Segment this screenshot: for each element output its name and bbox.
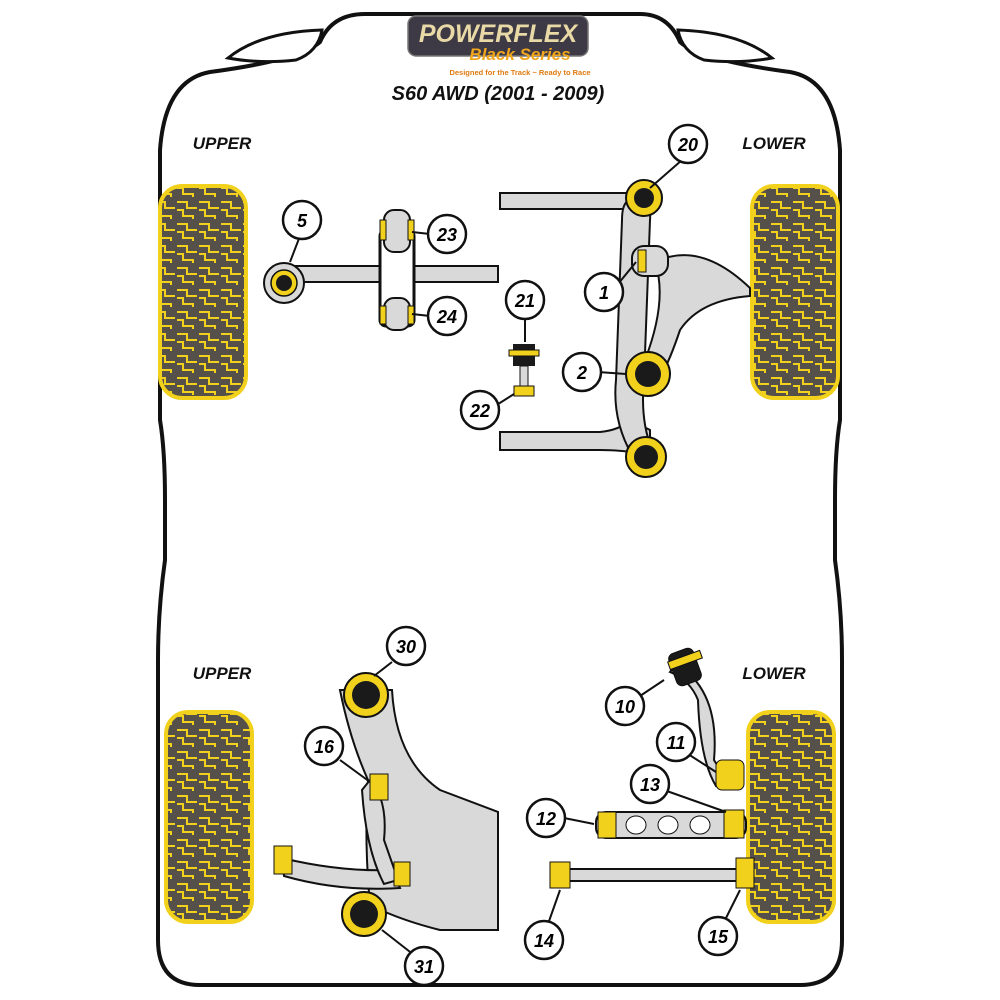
callout-10: 10 [604,685,646,727]
part-callouts: 20 5 23 24 21 22 1 2 [281,123,739,987]
callout-12-label: 12 [536,809,556,829]
left-headlamp [224,28,324,64]
callout-14-label: 14 [534,931,554,951]
callout-22-label: 22 [469,401,490,421]
callout-15: 15 [697,915,739,957]
callout-2-label: 2 [576,363,587,383]
rear-link-14-15 [549,857,755,889]
logo-tagline: Designed for the Track ~ Ready to Race [449,68,590,77]
callout-23: 23 [426,213,468,255]
tyre-rear-left [164,710,254,924]
callout-10-label: 10 [615,697,635,717]
callout-20-label: 20 [677,135,698,155]
callout-31-label: 31 [414,957,434,977]
front-lower-label: LOWER [742,134,806,153]
tyre-front-right [750,184,840,400]
logo-brand: POWERFLEX [419,20,579,48]
rear-lower-arm-12-13 [595,809,747,839]
callout-24-label: 24 [436,307,457,327]
callout-20: 20 [667,123,709,165]
page-title: S60 AWD (2001 - 2009) [392,83,605,105]
front-upper-label: UPPER [193,134,252,153]
right-headlamp [676,28,776,64]
callout-22: 22 [459,389,501,431]
rear-lower-label: LOWER [742,664,806,683]
callout-1: 1 [583,271,625,313]
callout-23-label: 23 [436,225,457,245]
callout-30-label: 30 [396,637,416,657]
callout-30: 30 [385,625,427,667]
rear-toe-link-10-11 [667,647,745,791]
logo-series: Black Series [469,45,570,64]
rear-upper-label: UPPER [193,664,252,683]
leader-lines [289,159,741,956]
callout-11: 11 [655,721,697,763]
rear-upper-arm [273,773,411,890]
tyre-front-left [158,184,248,400]
callout-15-label: 15 [708,927,729,947]
callout-2: 2 [561,351,603,393]
callout-24: 24 [426,295,468,337]
callout-21-label: 21 [514,291,535,311]
callout-16-label: 16 [314,737,335,757]
callout-21: 21 [504,279,546,321]
callout-31: 31 [403,945,445,987]
callout-13: 13 [629,763,671,805]
front-arb-clamp-bushes [378,209,416,331]
callout-5-label: 5 [297,211,308,231]
powerflex-logo: POWERFLEX Black Series Designed for the … [407,15,591,77]
callout-12: 12 [525,797,567,839]
callout-11-label: 11 [667,733,686,753]
callout-16: 16 [303,725,345,767]
callout-5: 5 [281,199,323,241]
callout-13-label: 13 [640,775,660,795]
front-lower-wishbone [499,179,751,478]
front-drop-link [508,344,540,397]
callout-14: 14 [523,919,565,961]
callout-1-label: 1 [599,283,609,303]
tyre-rear-right [746,710,836,924]
car-body-outline [156,12,844,987]
